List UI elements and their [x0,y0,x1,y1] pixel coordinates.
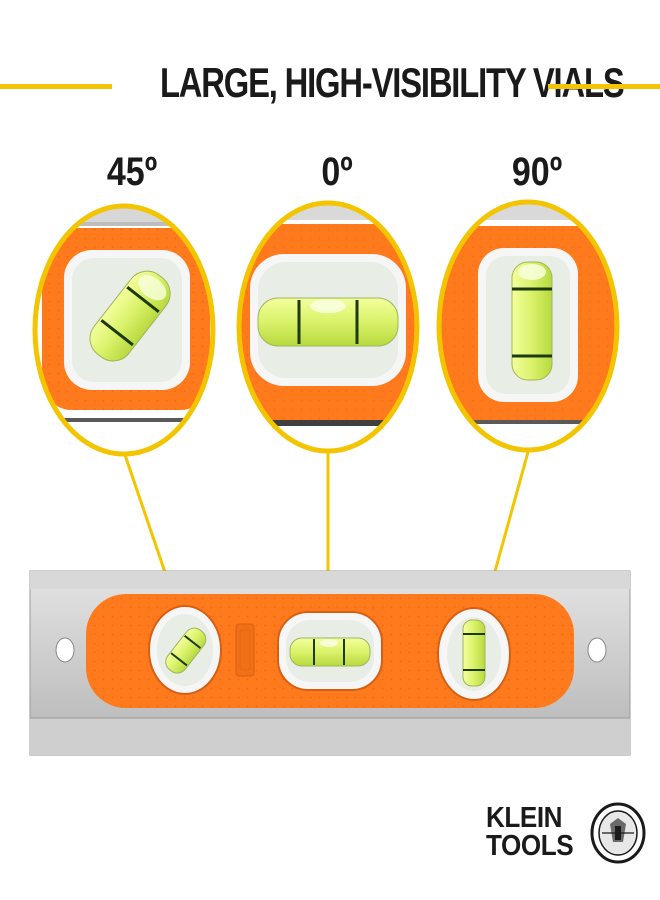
vial-90-small [437,607,511,701]
brand-line-1: KLEIN [486,802,563,834]
headline-rule-right [548,84,660,89]
vial-45-small [148,605,222,695]
vial-0-small [277,611,383,691]
klein-tools-seal-icon [590,802,646,864]
vial-0-large [257,297,399,347]
vial-45-large [89,270,171,362]
headline-bar: LARGE, HIGH-VISIBILITY VIALS [0,55,660,115]
mount-hole-right [587,637,607,663]
vial-90-large [511,261,553,381]
angle-label-45: 45º [106,150,158,194]
brand-line-2: TOOLS [486,830,574,862]
magnifier-90 [436,199,620,453]
headline-rule-left [0,84,112,89]
magnifier-0 [236,200,420,454]
angle-label-90: 90º [511,150,563,194]
magnifier-45 [32,203,216,457]
embossed-logo [235,623,255,677]
torpedo-level [29,570,631,756]
angle-label-0: 0º [321,150,353,194]
klein-tools-logo-text: KLEIN TOOLS [486,802,574,862]
mount-hole-left [55,637,75,663]
